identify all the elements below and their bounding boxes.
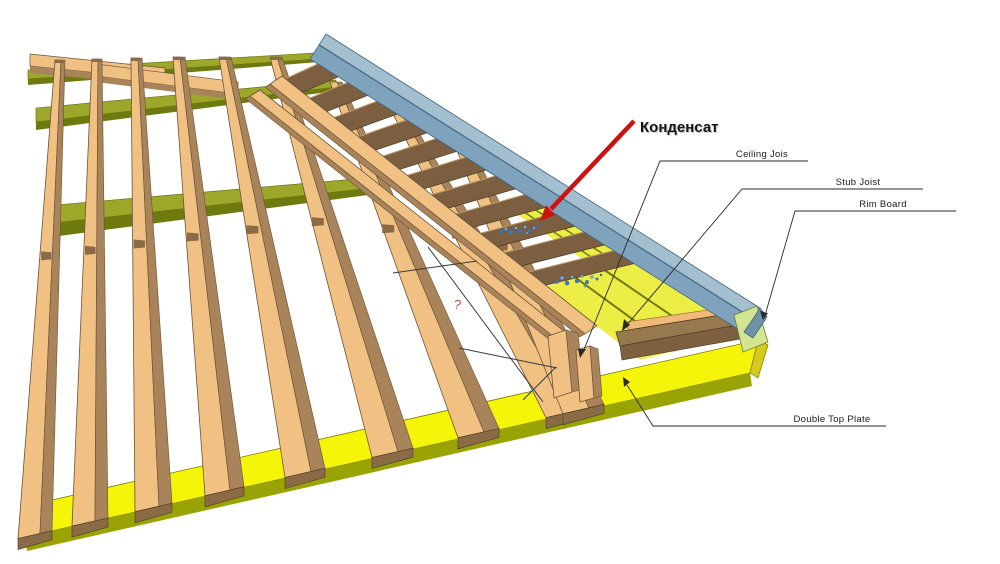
label-rim-board: Rim Board [859, 199, 907, 210]
ceiling-joist-end [284, 467, 326, 489]
callout-arrowhead [578, 349, 586, 358]
red-arrow-head [540, 205, 555, 221]
condensate-heading: Конденсат [640, 119, 719, 136]
condensate-droplets-2 [580, 274, 584, 278]
red-arrow-shaft [549, 119, 636, 211]
ceiling-joist-top [131, 58, 142, 61]
ceiling-joist-end [71, 517, 109, 538]
ceiling-joist [71, 58, 99, 527]
condensate-droplets-1 [508, 229, 514, 235]
ceiling-joist [172, 56, 231, 497]
callout-arrowhead [622, 319, 630, 331]
label-ceiling-joist: Ceiling Jois [736, 149, 788, 160]
joist-notch [41, 251, 52, 261]
stub-joist-edge [285, 63, 319, 80]
double-top-plate-end [749, 339, 769, 379]
stub-joist-edge [358, 119, 408, 138]
joist-notch [382, 224, 395, 234]
condensate-droplets-2 [574, 278, 580, 284]
ceiling-joist-top [55, 60, 65, 63]
condensate-droplets-1 [532, 226, 536, 230]
joist-notch [133, 239, 145, 249]
joist-notch [85, 245, 96, 255]
corner-joist-side [589, 345, 603, 399]
pencil-mark [458, 347, 558, 369]
ceiling-joist-top [270, 57, 282, 60]
callout-labels: Ceiling Jois Stub Joist Rim Board Double… [736, 149, 907, 425]
stub-joist-edge [407, 156, 467, 176]
ceiling-joist-end [134, 502, 173, 524]
stub-joist-edge [309, 81, 349, 99]
callouts [582, 160, 956, 427]
callout-line-double-top-plate [626, 384, 886, 427]
stub-joist-edge [455, 193, 526, 215]
stub-joist-edge [382, 137, 438, 157]
condensate-droplets-1 [536, 224, 540, 228]
rail-joist-side [264, 83, 586, 338]
condensate-droplets-1 [498, 228, 504, 234]
stub-joist-edge [431, 175, 497, 196]
framing-3d-scene [17, 33, 769, 551]
condensate-droplets-1 [504, 227, 508, 231]
joist-notch [186, 232, 199, 242]
condensate-droplets-1 [523, 225, 527, 229]
ceiling-joist-end [457, 428, 500, 450]
red-arrow-icon [540, 119, 636, 221]
condensate-droplets-2 [590, 275, 594, 279]
condensate-droplets-2 [559, 275, 565, 281]
condensate-droplets-2 [583, 284, 587, 288]
condensate-droplets-1 [517, 228, 523, 234]
pencil-mark [427, 246, 544, 403]
callout-line-rim-board [765, 210, 956, 313]
condensate-droplets-1 [525, 231, 529, 235]
condensate-droplets-2 [564, 280, 570, 286]
condensate-droplets-2 [585, 280, 590, 285]
callout-line-stub-joist [625, 188, 923, 327]
pencil-mark [392, 260, 478, 274]
ceiling-joist-end [371, 447, 414, 469]
condensate-droplets-1 [527, 228, 532, 233]
wall-plate-face [44, 186, 390, 238]
ceiling-joist-top [92, 59, 102, 62]
question-mark: ? [452, 296, 462, 312]
joist-notch [246, 225, 259, 235]
pencil-cross-marks [392, 246, 558, 403]
joist-notch [311, 217, 324, 227]
pencil-mark [522, 366, 557, 401]
ceiling-joist-end [562, 404, 605, 426]
label-stub-joist: Stub Joist [836, 177, 881, 188]
condensate-droplets-2 [570, 275, 574, 279]
condensate-droplets-1 [514, 226, 518, 230]
stub-joist-edge [528, 250, 615, 273]
stub-joist-edge [504, 231, 586, 254]
callout-arrowhead [623, 377, 630, 387]
condensate-droplets-2 [599, 273, 603, 277]
condensate-droplets-2 [595, 277, 599, 281]
condensate-droplets-2 [555, 280, 559, 284]
ceiling-joist-top [173, 57, 185, 60]
callout-arrowhead [760, 311, 768, 320]
label-double-top-plate: Double Top Plate [794, 414, 871, 425]
callout-line-ceiling-joist [582, 160, 808, 353]
ceiling-joist-end [204, 486, 245, 508]
ceiling-joist-end [17, 530, 53, 550]
stub-joist-edge [334, 100, 379, 118]
ceiling-joist-top [219, 57, 231, 60]
callout-arrowheads [578, 311, 768, 387]
